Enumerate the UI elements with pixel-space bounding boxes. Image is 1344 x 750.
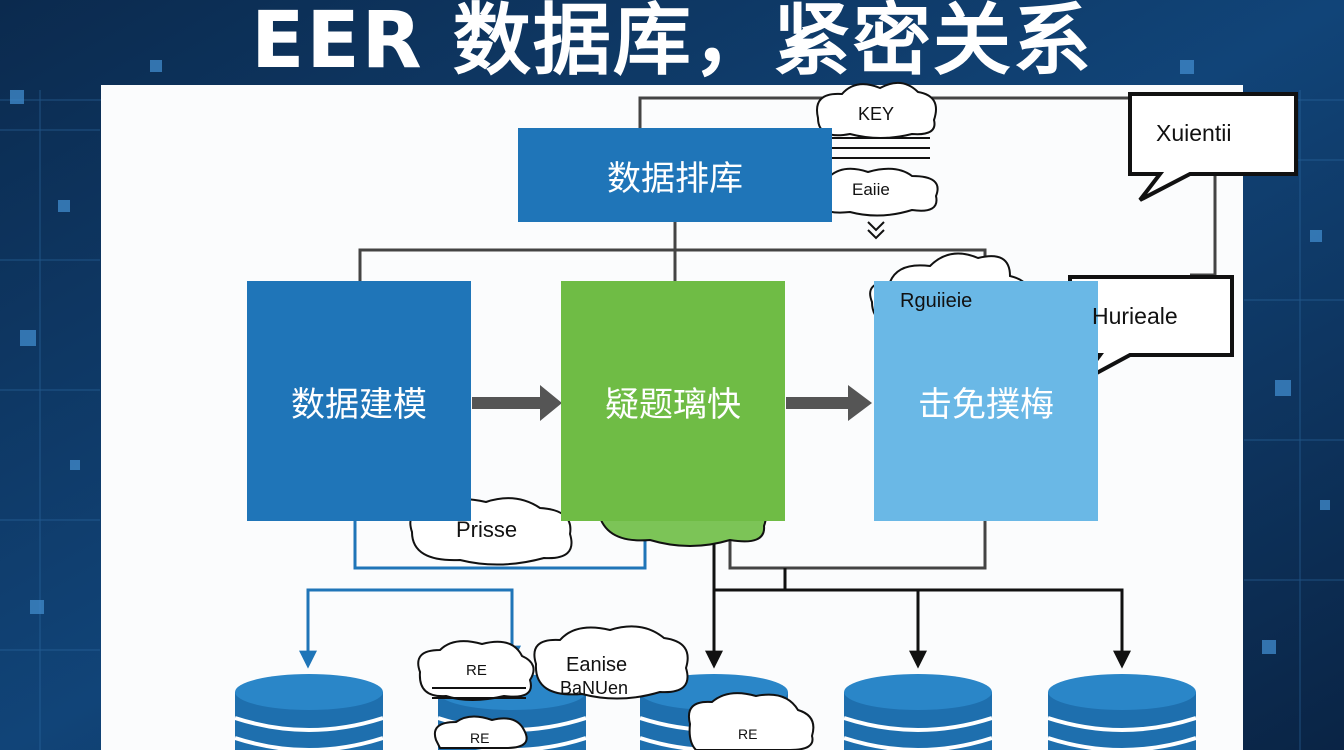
cloud-bottom-small (434, 715, 528, 749)
modeling-box: 数据建模 (247, 281, 471, 521)
cloud-top-small-label: Eaiie (852, 180, 890, 199)
flow-arrows (472, 385, 872, 421)
cloud-top-small (809, 167, 939, 217)
top-database-box: 数据排库 (518, 128, 832, 222)
cloud-bottom-small-label: RE (470, 730, 490, 746)
callout-top-right (1128, 92, 1298, 202)
bottom-connectors (299, 520, 1131, 669)
cloud-bottom-center-label-1: Eanise (566, 654, 628, 676)
cloud-key-label: KEY (858, 104, 895, 124)
middle-box: 疑题璃快 (561, 281, 785, 521)
db-cylinder-1 (234, 674, 384, 750)
right-box: 击免撲梅 (874, 281, 1098, 521)
cloud-bottom-center-label-2: BaNUen (560, 678, 629, 698)
cloud-bottom-left-label: RE (466, 662, 487, 679)
arrow-modeling-to-middle (472, 385, 562, 421)
cloud-bottom-right-label: RE (738, 726, 758, 742)
arrow-middle-to-right (786, 385, 872, 421)
cloud-key (816, 81, 937, 139)
cloud-bottom-right (688, 692, 815, 750)
page-title: EER 数据库，紧密关系 (251, 0, 1093, 86)
cloud-bottom-center (533, 625, 689, 700)
cloud-prisse-label: Prisse (456, 517, 518, 542)
db-cylinder-4 (843, 674, 993, 750)
callout-top-right-label: Xuientii (1156, 120, 1232, 146)
cloud-right-top-label: Rguiieie (900, 290, 973, 312)
speech-callouts (1068, 92, 1298, 384)
db-cylinder-5 (1047, 674, 1197, 750)
callout-mid-right-label: Hurieale (1092, 303, 1178, 329)
